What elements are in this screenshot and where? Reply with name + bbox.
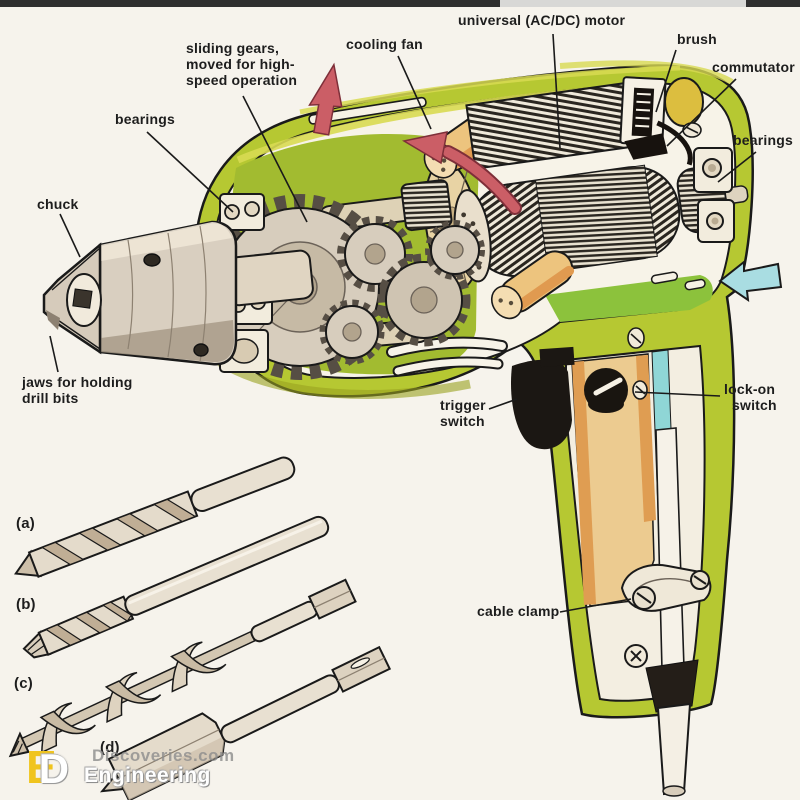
engineering-discoveries-watermark: ED Discoveries.com Engineering: [26, 738, 256, 798]
chuck-part: [42, 220, 314, 366]
label-trigger-switch: trigger switch: [440, 397, 486, 429]
label-chuck: chuck: [37, 196, 79, 212]
drill-bit-c-auger: [8, 578, 357, 758]
air-inlet-slots: [650, 271, 706, 291]
label-brush: brush: [677, 31, 717, 47]
watermark-engineering-text: Engineering: [84, 764, 211, 787]
label-lock-on-switch: lock-on switch: [724, 381, 777, 413]
housing-pocket: [664, 77, 704, 127]
trigger-switch-part: [510, 359, 572, 450]
lock-on-switch-part: [584, 368, 628, 413]
bearings-right-part: [693, 147, 735, 243]
cable-clamp-part: [620, 564, 712, 612]
label-bearings-left: bearings: [115, 111, 175, 127]
airflow-in-arrow-icon: [718, 259, 783, 303]
airflow-out-arrow-icon: [308, 62, 343, 136]
brush-part: [619, 76, 693, 166]
drill-bit-a-twist: [13, 456, 296, 578]
label-jaws: jaws for holding drill bits: [22, 374, 133, 406]
handle-screw: [627, 327, 648, 400]
airflow-fan-arrow-icon: [401, 131, 522, 215]
base-screw: [624, 644, 648, 668]
label-cooling-fan: cooling fan: [346, 36, 423, 52]
watermark-discoveries-text: Discoveries.com: [92, 746, 235, 765]
label-bit-a: (a): [16, 515, 35, 532]
strain-relief: [645, 659, 699, 713]
label-universal-motor: universal (AC/DC) motor: [458, 12, 626, 28]
label-cable-clamp: cable clamp: [477, 603, 560, 619]
label-sliding-gears: sliding gears, moved for high- speed ope…: [186, 40, 298, 88]
label-bit-c: (c): [14, 675, 33, 692]
handle-cutaway: [510, 327, 712, 797]
drill-bit-d-spade: [99, 645, 392, 800]
power-cord: [656, 702, 692, 796]
label-bit-b: (b): [16, 596, 36, 613]
drill-bit-b-masonry: [22, 515, 330, 659]
sliding-gears-part: [319, 216, 485, 365]
label-bearings-right: bearings: [733, 132, 793, 148]
top-border-bar: [0, 0, 800, 7]
terminal-screw: [682, 122, 702, 138]
top-border-bar-light: [500, 0, 746, 7]
field-coil-bottom: [490, 250, 575, 320]
leader-lines: [49, 33, 757, 613]
label-commutator: commutator: [712, 59, 795, 75]
engineering-discoveries-logo-icon: ED: [26, 741, 70, 793]
label-bit-d: (d): [100, 739, 120, 756]
